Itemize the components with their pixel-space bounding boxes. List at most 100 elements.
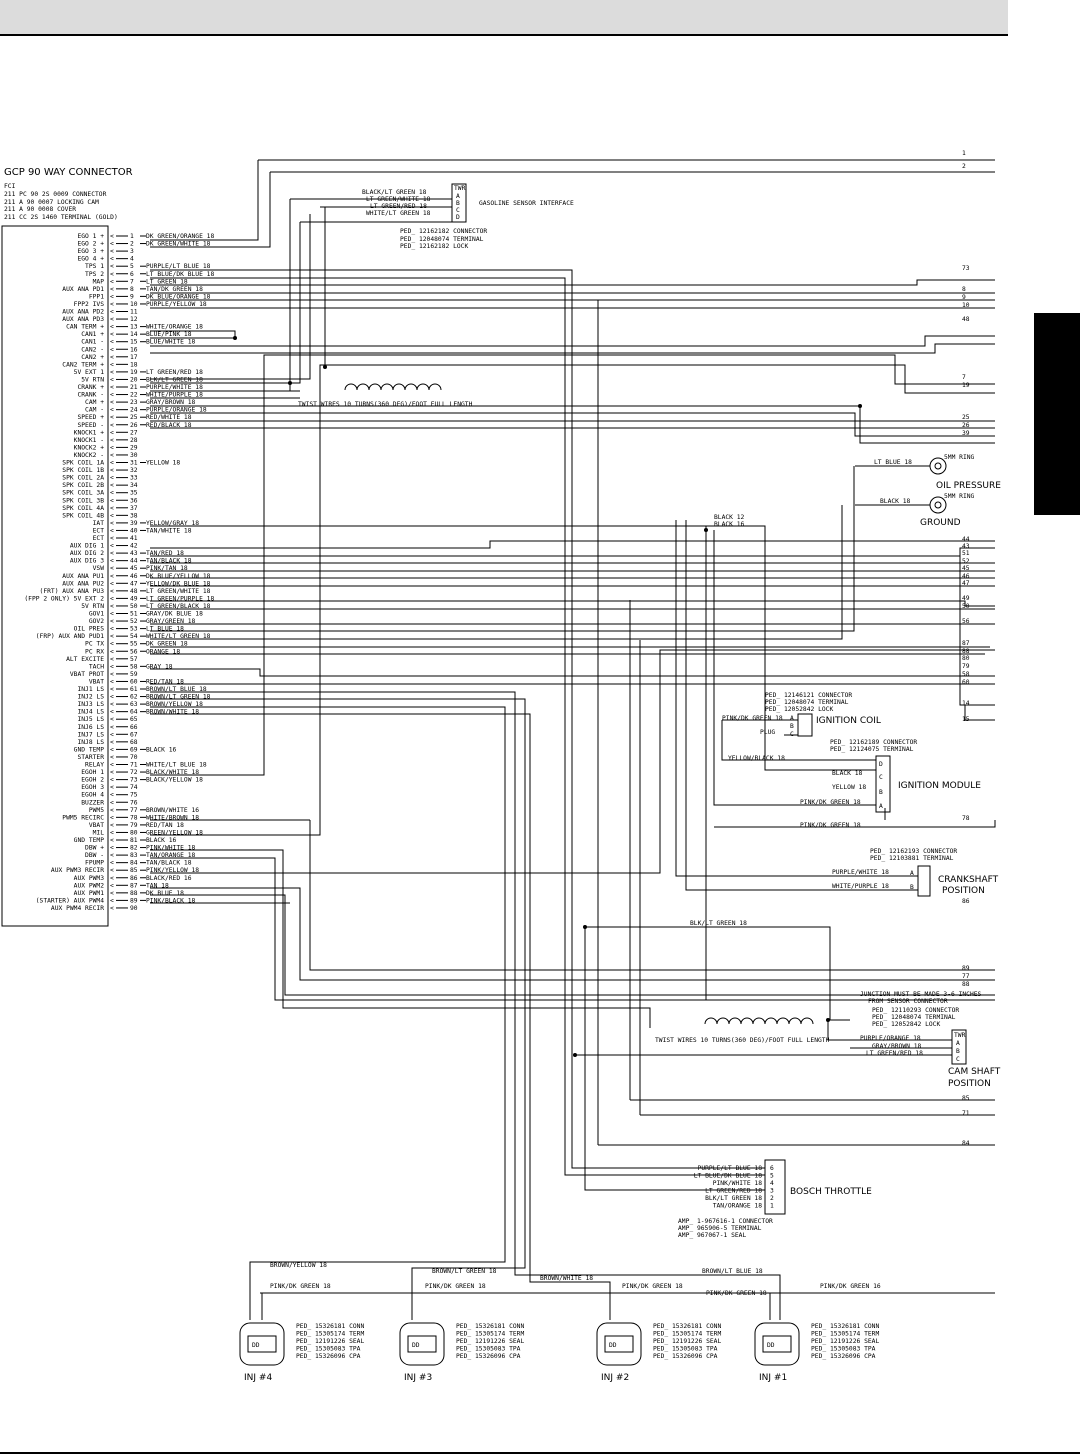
pin-function-label: SPEED + (77, 414, 104, 421)
pin-arrow: < (110, 829, 114, 836)
pin-wire-label: GRAY 18 (146, 663, 173, 670)
wire-label: PURPLE/WHITE 18 (832, 869, 889, 876)
pin-function-label: ECT (93, 535, 105, 542)
pin-function-label: CAN2 TERM + (62, 361, 104, 368)
pin-arrow: < (110, 905, 114, 912)
ignition-module: PED_ 12162189 CONNECTOR PED_ 12124075 TE… (728, 739, 981, 829)
pin-wire-label: BROWN/LT BLUE 18 (146, 686, 207, 693)
pin-function-label: FPP1 (89, 293, 104, 300)
twist-coils (344, 383, 442, 391)
pin-wire-label: PURPLE/YELLOW 18 (146, 301, 207, 308)
injector-pins-icon: DD (767, 1342, 775, 1349)
pin-number: 77 (130, 807, 138, 814)
pin-function-label: CRANK + (77, 384, 104, 391)
pin-arrow: < (110, 520, 114, 527)
pin-number: 63 (130, 701, 138, 708)
pin-number: 90 (130, 905, 138, 912)
pin-function-label: EGO 4 + (77, 256, 104, 263)
wire (150, 222, 301, 384)
pin-label: A (956, 1040, 960, 1047)
wire-label: LT GREEN/RED 18 (370, 203, 427, 210)
wire (584, 927, 765, 1191)
terminal-label: 50 (962, 603, 970, 610)
pin-arrow: < (110, 263, 114, 270)
terminal-label: 9 (962, 294, 966, 301)
component-title: GASOLINE SENSOR INTERFACE (479, 200, 574, 207)
part-number: PED_ 15326096 CPA (811, 1353, 876, 1360)
pin-wire-label: WHITE/LT GREEN 18 (146, 633, 211, 640)
wire-label: BROWN/LT GREEN 18 (432, 1268, 497, 1275)
pin-wire-label: LT GREEN/BLACK 18 (146, 603, 211, 610)
pin-arrow: < (110, 701, 114, 708)
pin-wire-label: GRAY/DK BLUE 18 (146, 611, 203, 618)
wire-label: PINK/DK GREEN 18 (800, 822, 861, 829)
pin-wire-label: RED/BLACK 18 (146, 422, 192, 429)
wire-paths (150, 159, 996, 1320)
part-number: PED_ 12052842 LOCK (872, 1021, 940, 1028)
wire (713, 530, 876, 806)
wire (827, 1020, 952, 1041)
pin-wire-label: DK BLUE/YELLOW 18 (146, 573, 211, 580)
component-title: CRANKSHAFT (938, 875, 999, 885)
pin-number: 78 (130, 814, 138, 821)
pin-arrow: < (110, 437, 114, 444)
pin-number: 81 (130, 837, 138, 844)
pin-label: C (879, 774, 883, 781)
pin-number: 9 (130, 293, 134, 300)
pin-arrow: < (110, 603, 114, 610)
wire (150, 277, 765, 1176)
pin-number: 19 (130, 369, 138, 376)
pin-function-label: AUX ANA PU2 (62, 580, 104, 587)
pin-label: TWR (954, 1032, 966, 1039)
pin-label: C (956, 1056, 960, 1063)
pin-number: 68 (130, 739, 138, 746)
pin-function-label: TACH (89, 663, 104, 670)
pin-function-label: VBAT (89, 822, 104, 829)
pin-wire-label: YELLOW/GRAY 18 (146, 520, 199, 527)
pin-arrow: < (110, 618, 114, 625)
wire (150, 849, 651, 1028)
pin-arrow: < (110, 527, 114, 534)
pin-label: B (956, 1048, 960, 1055)
pin-arrow: < (110, 301, 114, 308)
gasoline-sensor-connector (451, 183, 467, 223)
pin-arrow: < (110, 399, 114, 406)
pin-number: 71 (130, 762, 138, 769)
pin-arrow: < (110, 852, 114, 859)
pin-wire-label: RED/WHITE 18 (146, 414, 192, 421)
pin-wire-label: TAN/ORANGE 18 (146, 852, 195, 859)
wire (150, 713, 611, 1320)
ignition-module-connector (875, 755, 891, 813)
pin-arrow: < (110, 580, 114, 587)
pin-label: B (910, 884, 914, 891)
part-number: PED_ 12162182 CONNECTOR (400, 228, 487, 235)
pin-number: 6 (130, 271, 134, 278)
pin-function-label: EGO 1 + (77, 233, 104, 240)
pin-function-label: DBW - (85, 852, 104, 859)
twist-note: TWIST WIRES 10 TURNS(360 DEG)/FOOT FULL … (655, 1037, 830, 1044)
wire (150, 691, 781, 1320)
pin-number: 20 (130, 376, 138, 383)
pin-arrow: < (110, 890, 114, 897)
pin-function-label: KNOCK1 - (74, 437, 104, 444)
component-subtitle: POSITION (942, 886, 985, 896)
throttle-connector (764, 1159, 786, 1215)
component-subtitle: POSITION (948, 1079, 991, 1089)
pin-function-label: AUX ANA PD1 (62, 286, 104, 293)
pin-arrow: < (110, 777, 114, 784)
pin-number: 37 (130, 505, 138, 512)
pin-wire-label: BLUE/PINK 18 (146, 331, 192, 338)
pin-function-label: INJ6 LS (77, 724, 104, 731)
pin-number: 23 (130, 399, 138, 406)
pin-number: 34 (130, 482, 138, 489)
pin-wire-label: BLACK/WHITE 18 (146, 769, 199, 776)
pin-number: 84 (130, 860, 138, 867)
pin-number: 49 (130, 595, 138, 602)
pin-wire-label: DK GREEN 18 (146, 641, 188, 648)
pin-wire-label: BROWN/LT GREEN 18 (146, 694, 211, 701)
splice-dot (858, 404, 862, 408)
wire (150, 364, 995, 836)
pin-arrow: < (110, 588, 114, 595)
